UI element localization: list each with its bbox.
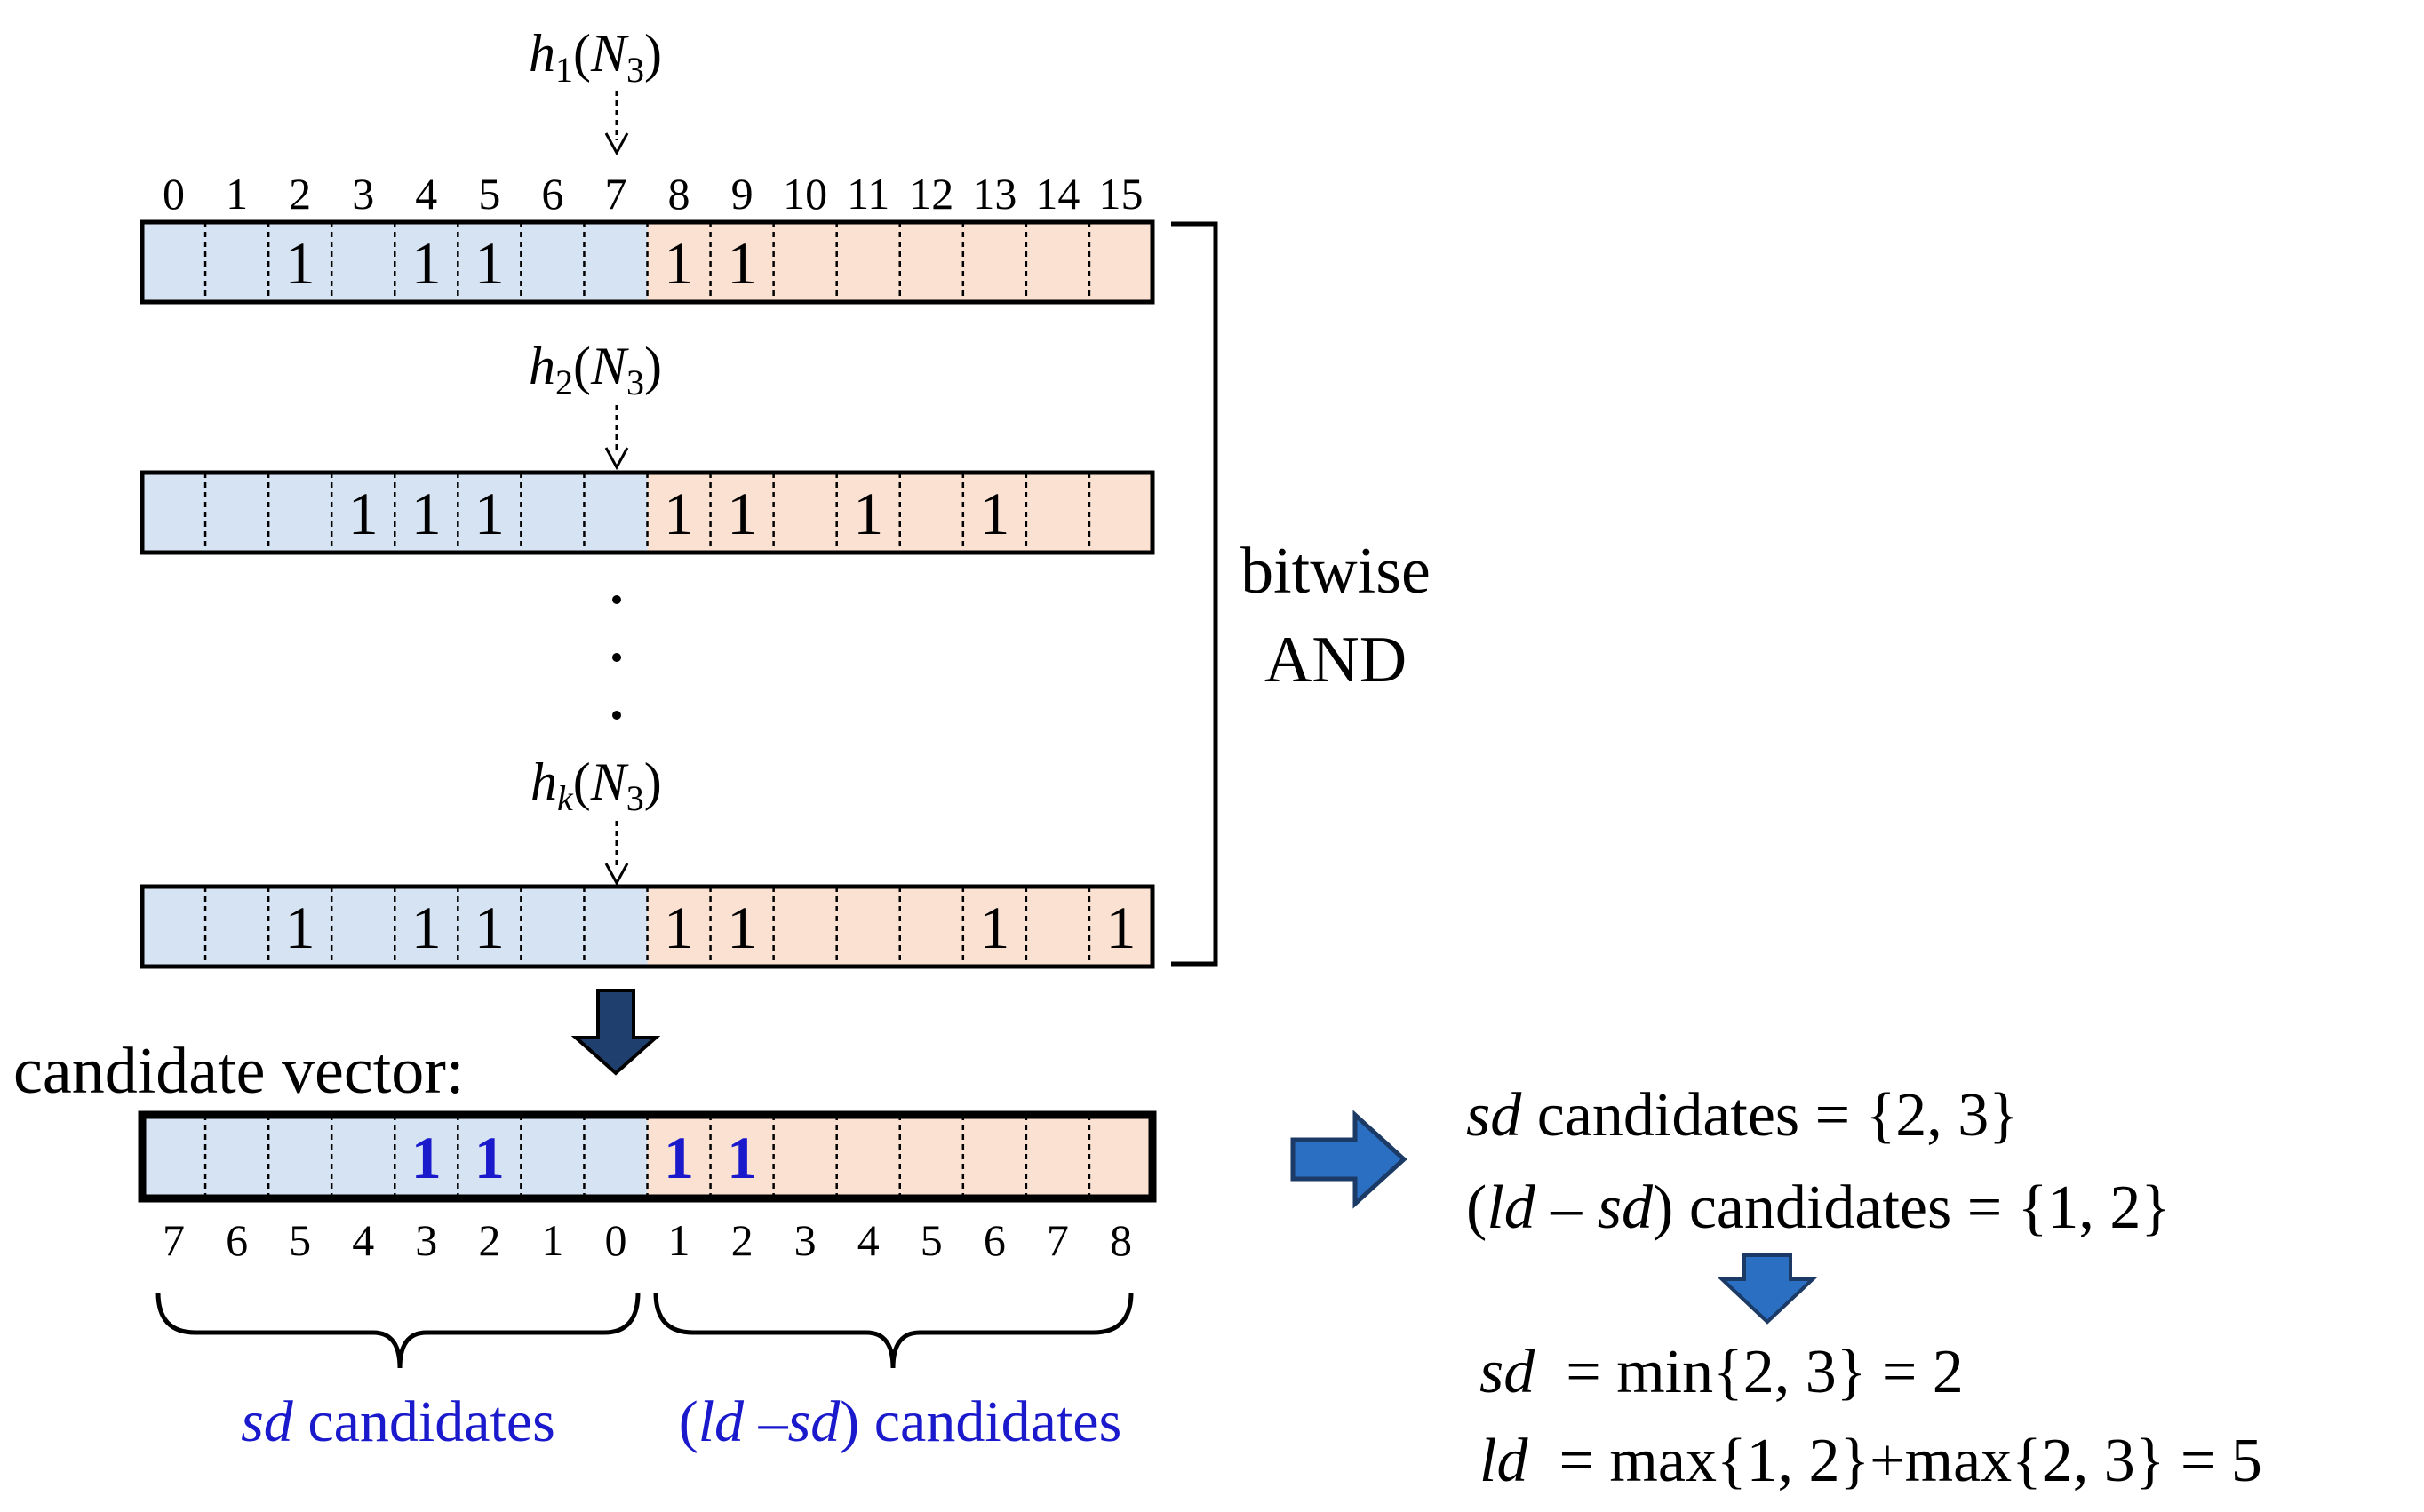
index-label: 10 [783,169,827,219]
index-label: 1 [668,1215,690,1265]
ld-sd-brace [653,1292,1134,1369]
hash-arrow-1 [604,91,629,156]
bit-value: 1 [285,229,315,297]
bit-value: 1 [348,480,379,547]
bit-value: 1 [411,229,442,297]
index-label: 7 [163,1215,185,1265]
bit-value: 1 [474,1124,505,1191]
index-label: 12 [909,169,953,219]
vertical-ellipsis [612,595,621,720]
bit-value: 1 [727,480,757,547]
bit-value: 1 [979,894,1009,961]
bit-value: 1 [664,894,694,961]
vector-outline [140,470,1155,555]
bit-value: 1 [474,229,505,297]
bit-value: 1 [664,1124,694,1191]
result-down-arrow-icon [1717,1253,1818,1325]
index-label: 4 [857,1215,880,1265]
bit-value: 1 [727,1124,757,1191]
vector-outline [138,1110,1157,1203]
index-label: 6 [226,1215,248,1265]
index-label: 2 [478,1215,500,1265]
hash-label-2: h2(N3) [529,337,662,402]
index-label: 14 [1035,169,1080,219]
index-label: 13 [972,169,1017,219]
index-label: 6 [541,169,563,219]
bit-value: 1 [411,480,442,547]
vector-outline [140,884,1155,969]
index-label: 2 [289,169,311,219]
index-label: 15 [1098,169,1143,219]
result-line-3: sd = min{2, 3} = 2 [1479,1338,1964,1406]
hash-arrow-2 [604,405,629,471]
bit-value: 1 [664,480,694,547]
index-label: 5 [921,1215,943,1265]
index-label: 1 [541,1215,563,1265]
index-label: 2 [731,1215,754,1265]
index-label: 6 [984,1215,1006,1265]
index-label: 4 [352,1215,374,1265]
bit-value: 1 [979,480,1009,547]
bit-value: 1 [285,894,315,961]
vector-outline [140,219,1155,305]
candidate-vector-label: candidate vector: [13,1035,464,1108]
index-label: 4 [415,169,437,219]
bitwise-label-line1: bitwise [1240,535,1431,608]
bit-value: 1 [474,480,505,547]
bit-value: 1 [727,894,757,961]
index-label: 3 [794,1215,817,1265]
right-arrow-icon [1290,1110,1407,1209]
index-label: 0 [604,1215,626,1265]
result-line-2: (ld – sd) candidates = {1, 2} [1466,1174,2171,1242]
hash-label-k: hk(N3) [530,752,662,818]
hash-arrow-k [604,821,629,887]
bitwise-label-line2: AND [1264,624,1407,696]
bit-value: 1 [853,480,883,547]
index-label: 5 [478,169,500,219]
index-label: 8 [1110,1215,1132,1265]
result-line-1: sd candidates = {2, 3} [1466,1081,2019,1150]
index-label: 9 [731,169,754,219]
index-label: 7 [604,169,626,219]
bit-value: 1 [411,1124,442,1191]
bit-value: 1 [664,229,694,297]
down-arrow-icon [570,989,661,1076]
index-label: 11 [847,169,889,219]
index-label: 0 [163,169,185,219]
bit-value: 1 [1105,894,1136,961]
index-label: 3 [415,1215,437,1265]
ld-sd-candidates-label: (ld –sd) candidates [679,1389,1122,1454]
index-label: 5 [289,1215,311,1265]
bitwise-bracket [1171,221,1218,967]
result-line-4: ld = max{1, 2}+max{2, 3} = 5 [1479,1427,2262,1495]
bit-value: 1 [411,894,442,961]
index-label: 8 [668,169,690,219]
index-label: 1 [226,169,248,219]
sd-brace [155,1292,641,1369]
bit-value: 1 [727,229,757,297]
bit-value: 1 [474,894,505,961]
index-label: 3 [352,169,374,219]
hash-label-1: h1(N3) [529,24,662,90]
index-label: 7 [1047,1215,1069,1265]
sd-candidates-label: sd candidates [241,1389,555,1454]
